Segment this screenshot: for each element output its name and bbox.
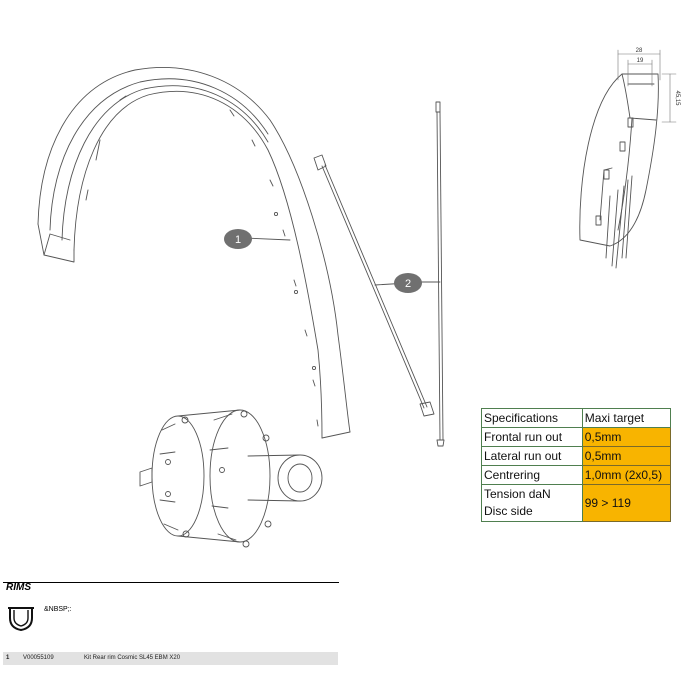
callout-2-number: 2 — [405, 278, 411, 290]
dimension-lines — [617, 49, 677, 123]
spec-row-value: 0,5mm — [581, 446, 672, 466]
spec-row-label: Lateral run out — [481, 446, 583, 466]
parts-list-row: 1 V00055109 Kit Rear rim Cosmic SL45 EBM… — [3, 652, 338, 665]
parts-row-code: V00055109 — [23, 655, 54, 661]
spec-row-label: Frontal run out — [481, 427, 583, 447]
spec-row-frontal: Frontal run out 0,5mm — [481, 427, 672, 447]
spec-row-value: 1,0mm (2x0,5) — [581, 465, 672, 485]
dimension-outer-width: 28 — [636, 48, 643, 54]
rim-cross-section-icon — [8, 607, 34, 632]
spec-tension-value: 99 > 119 — [581, 484, 672, 522]
spec-table-header-row: Specifications Maxi target — [481, 408, 672, 428]
spec-table: Specifications Maxi target Frontal run o… — [481, 408, 672, 522]
spoke-diagonal-drawing — [313, 154, 435, 417]
spec-tension-label-line1: Tension daN — [484, 487, 551, 501]
hub-drawing — [139, 409, 323, 548]
parts-row-number: 1 — [6, 655, 10, 661]
callout-1-number: 1 — [235, 234, 241, 246]
rim-section-drawing — [579, 73, 659, 269]
callout-1: 1 — [224, 229, 252, 249]
parts-list-title: RIMS — [6, 582, 31, 593]
spec-header-label: Specifications — [481, 408, 583, 428]
spec-header-value: Maxi target — [581, 408, 672, 428]
rim-drawing — [37, 67, 351, 439]
spec-tension-label-line2: Disc side — [484, 504, 533, 518]
spec-row-lateral: Lateral run out 0,5mm — [481, 446, 672, 466]
spec-row-label: Centrering — [481, 465, 583, 485]
spec-row-centrering: Centrering 1,0mm (2x0,5) — [481, 465, 672, 485]
dimension-height: 45,15 — [674, 90, 680, 106]
parts-row-description: Kit Rear rim Cosmic SL45 EBM X20 — [84, 655, 181, 661]
parts-list-note: &NBSP;: — [44, 606, 72, 613]
parts-list-divider — [3, 582, 339, 583]
callout-2: 2 — [394, 273, 422, 293]
spec-row-tension: Tension daN Disc side 99 > 119 — [481, 484, 672, 522]
parts-list: RIMS &NBSP;: 1 V00055109 Kit Rear rim Co… — [0, 576, 340, 676]
dimension-inner-width: 19 — [637, 58, 644, 64]
spec-tension-label: Tension daN Disc side — [481, 484, 583, 522]
spec-row-value: 0,5mm — [581, 427, 672, 447]
